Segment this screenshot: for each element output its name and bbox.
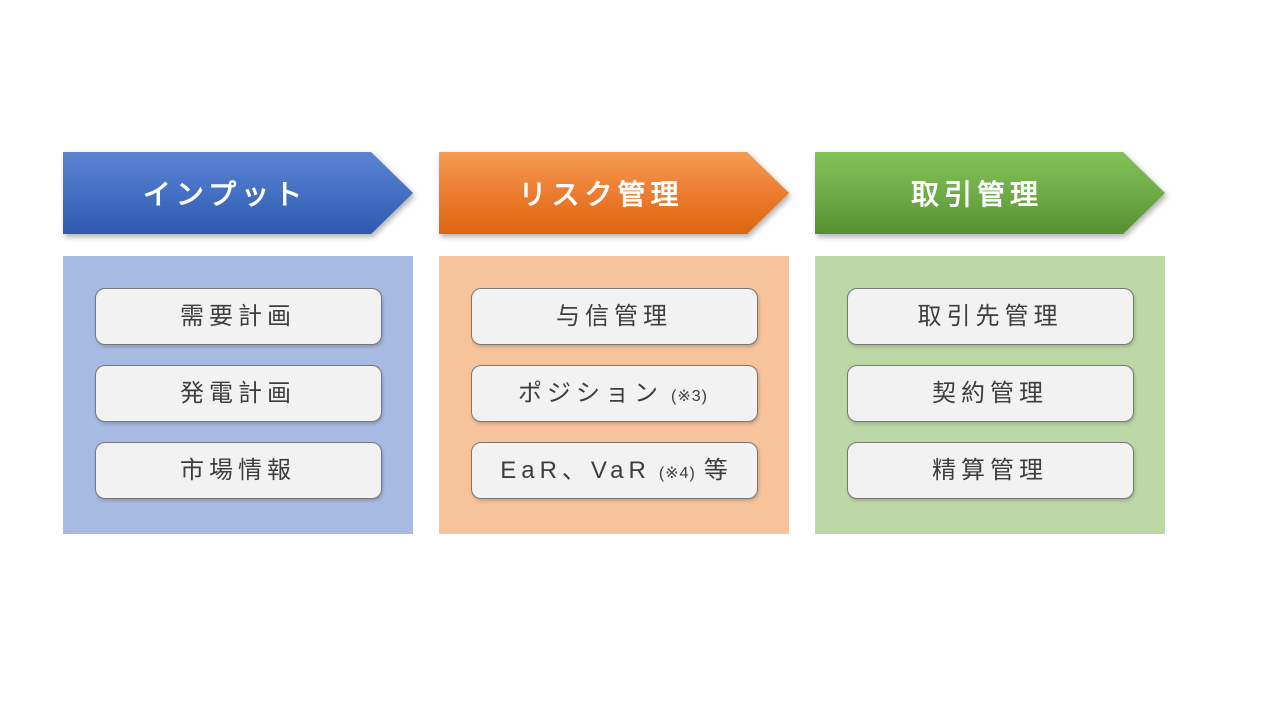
item-note: (※3) [671, 388, 708, 405]
item-box-contract-management: 契約管理 [846, 365, 1134, 422]
item-label: 取引先管理 [917, 303, 1063, 330]
chevron-arrow-shape: 取引管理 [815, 152, 1165, 234]
item-label: 発電計画 [180, 380, 296, 407]
chevron-arrow-shape: リスク管理 [439, 152, 789, 234]
item-box-settlement-management: 精算管理 [846, 442, 1134, 499]
item-box-demand-plan: 需要計画 [94, 288, 382, 345]
item-label: ポジション [518, 380, 664, 407]
stage-arrow-label: インプット [142, 179, 308, 210]
stage-panel-input: 需要計画 発電計画 市場情報 [63, 256, 413, 534]
chevron-arrow-shape: インプット [63, 152, 413, 234]
stage-arrow-risk: リスク管理 [439, 152, 789, 234]
item-box-generation-plan: 発電計画 [94, 365, 382, 422]
stage-arrow-input: インプット [63, 152, 413, 234]
stage-arrow-trade: 取引管理 [815, 152, 1165, 234]
item-box-market-info: 市場情報 [94, 442, 382, 499]
item-label: EaR、VaR [500, 457, 651, 484]
column-input: インプット 需要計画 発電計画 市場情報 [63, 0, 413, 720]
item-label: 市場情報 [180, 457, 296, 484]
stage-arrow-label: リスク管理 [518, 179, 684, 210]
item-box-ear-var: EaR、VaR (※4) 等 [470, 442, 758, 499]
stage-panel-trade: 取引先管理 契約管理 精算管理 [815, 256, 1165, 534]
item-label: 契約管理 [932, 380, 1048, 407]
column-risk-management: リスク管理 与信管理 ポジション (※3) EaR、VaR (※4) 等 [439, 0, 789, 720]
column-trade-management: 取引管理 取引先管理 契約管理 精算管理 [815, 0, 1165, 720]
item-box-position: ポジション (※3) [470, 365, 758, 422]
item-label: 需要計画 [180, 303, 296, 330]
stage-arrow-label: 取引管理 [910, 179, 1043, 210]
item-note: (※4) [658, 465, 696, 482]
item-suffix: 等 [703, 457, 728, 484]
item-box-counterparty-management: 取引先管理 [846, 288, 1134, 345]
stage-panel-risk: 与信管理 ポジション (※3) EaR、VaR (※4) 等 [439, 256, 789, 534]
item-label: 与信管理 [556, 303, 672, 330]
item-label: 精算管理 [932, 457, 1048, 484]
item-box-credit-management: 与信管理 [470, 288, 758, 345]
